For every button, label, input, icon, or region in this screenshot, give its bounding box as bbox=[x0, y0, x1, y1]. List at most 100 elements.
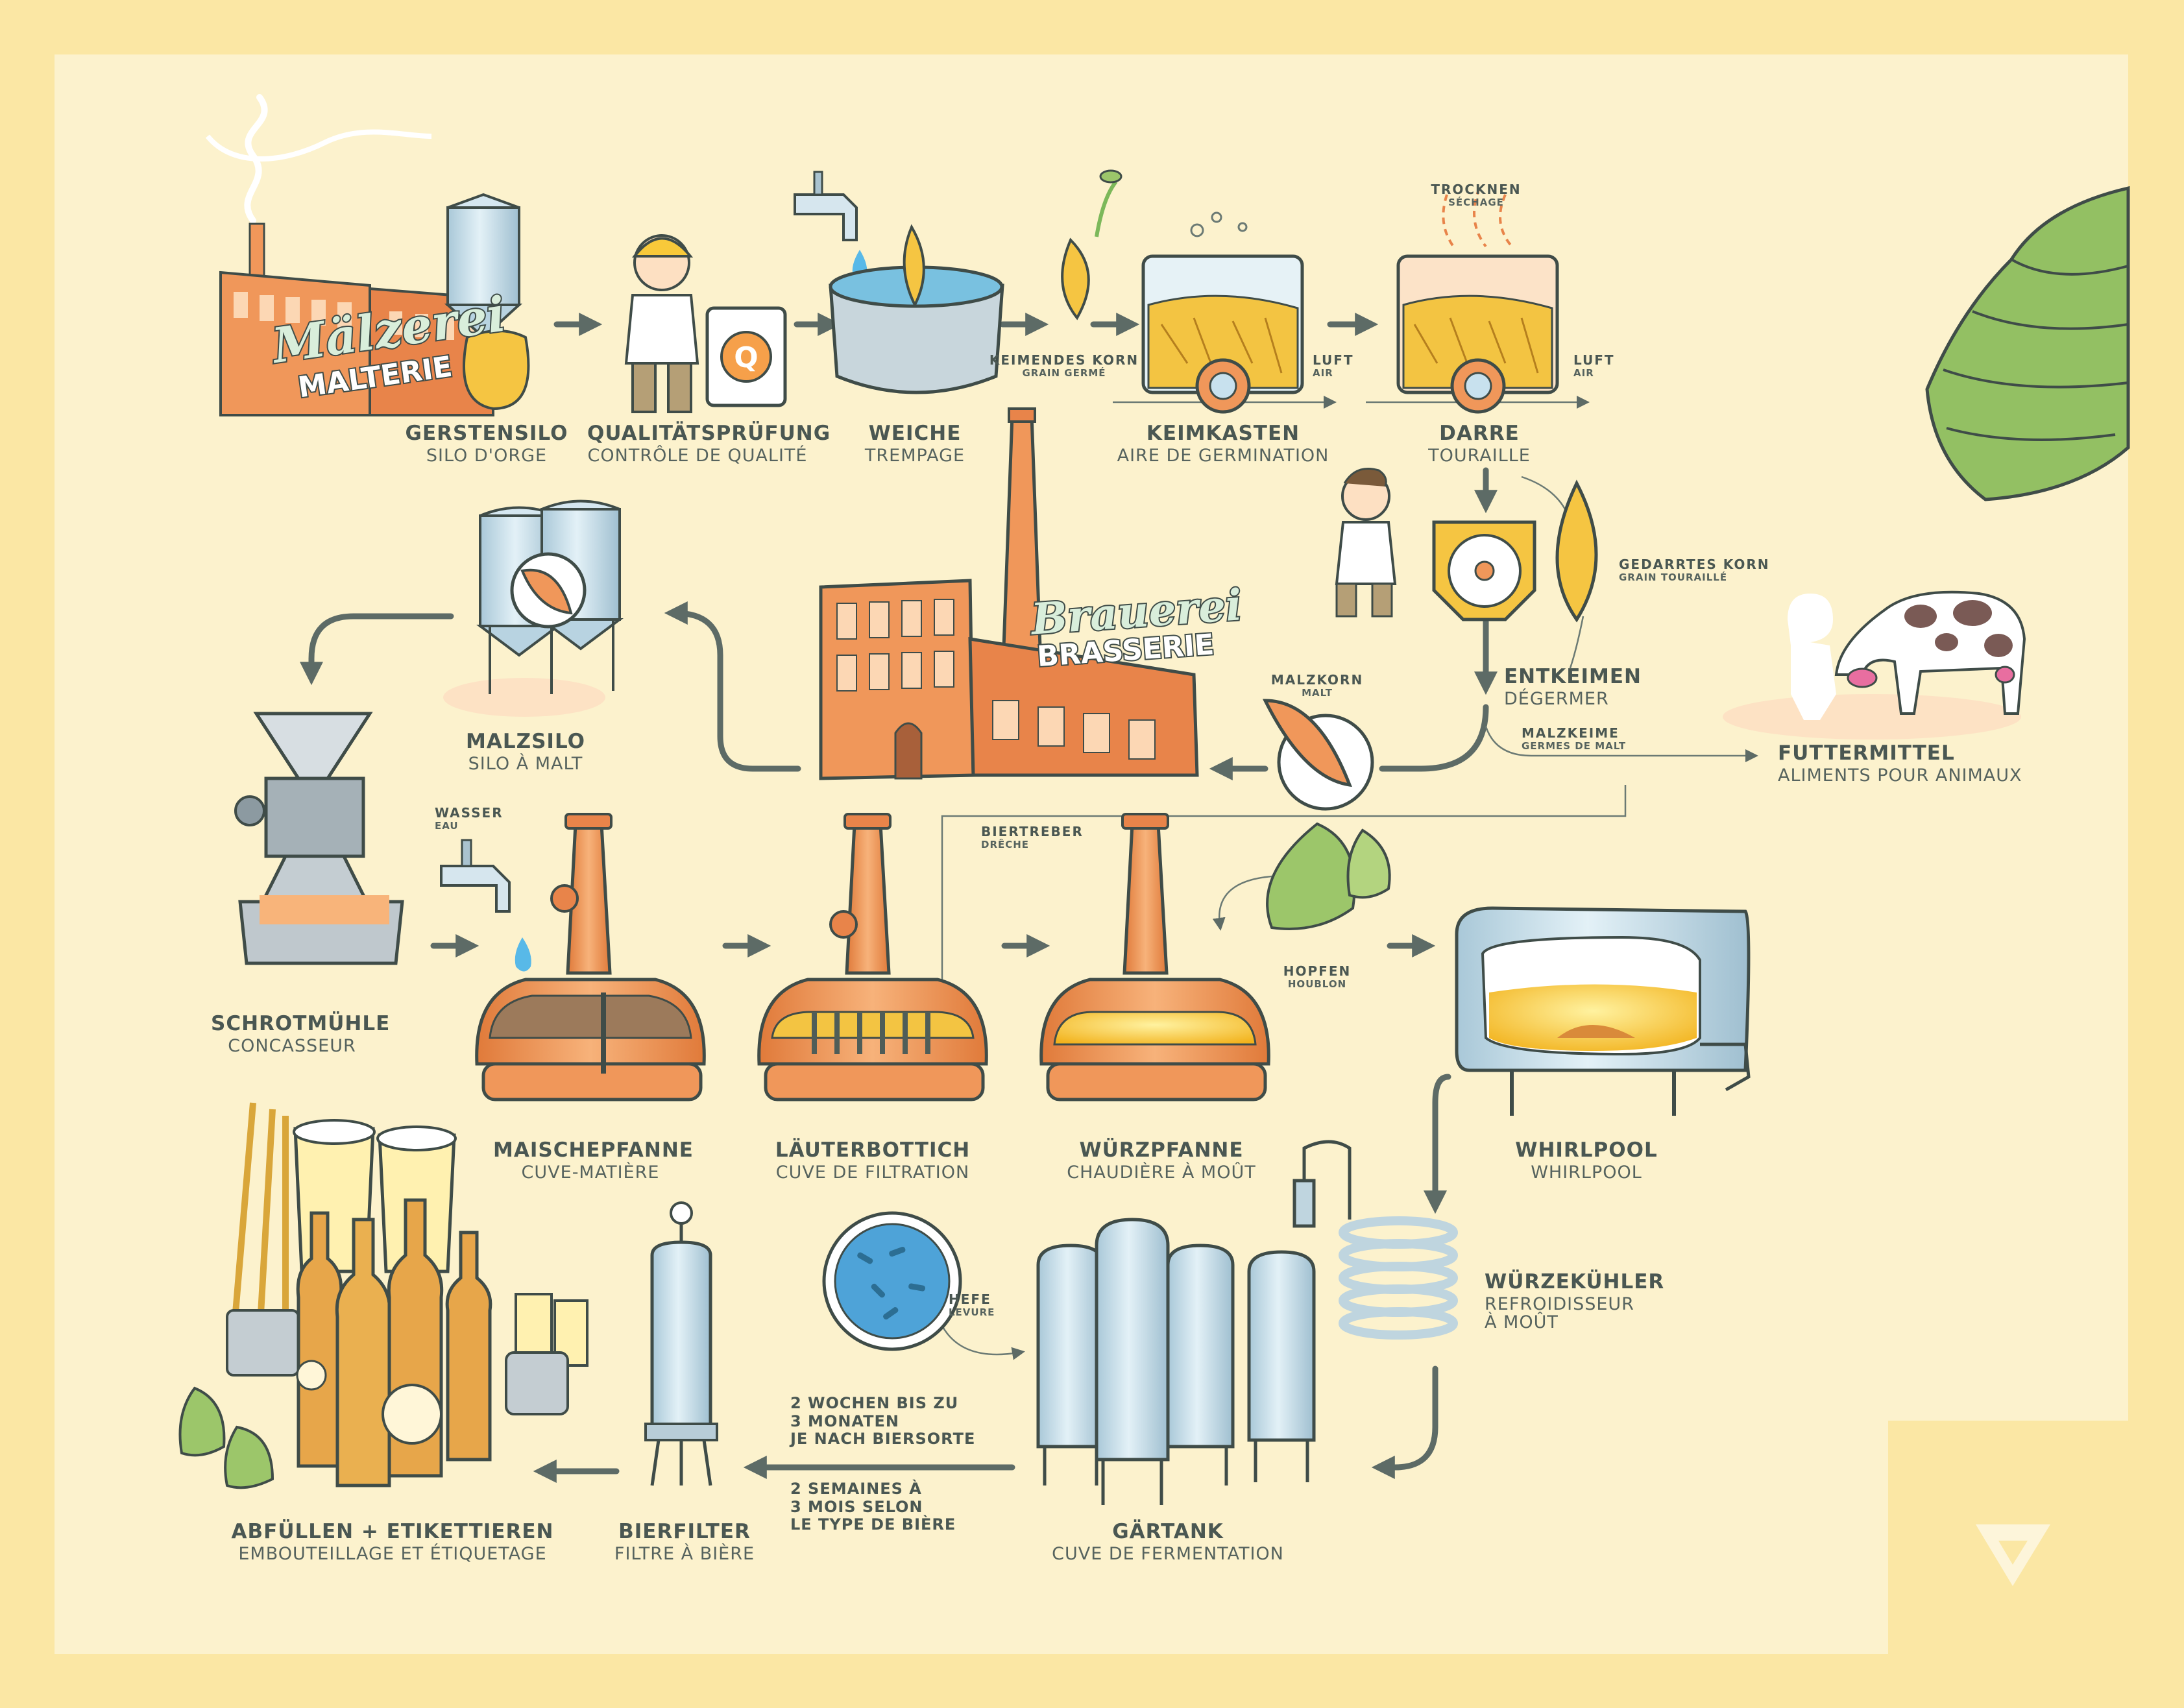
bottling-fr: EMBOUTEILLAGE ET ÉTIQUETAGE bbox=[238, 1543, 547, 1564]
duration-note-fr: 2 SEMAINES À 3 MOIS SELON LE TYPE DE BIÈ… bbox=[790, 1480, 956, 1534]
malting-logo: Mälzerei MALTERIE bbox=[266, 285, 511, 406]
barley-silo-de: GERSTENSILO bbox=[405, 422, 568, 445]
wheat-icon bbox=[230, 1102, 289, 1337]
arrow-whirlpool-to-cooler bbox=[1424, 1074, 1451, 1214]
wort-cooler-fr: REFROIDISSEUR À MOÛT bbox=[1485, 1293, 1634, 1332]
grist-mill-de: SCHROTMÜHLE bbox=[211, 1012, 391, 1035]
label-quality-check: QUALITÄTSPRÜFUNG CONTRÔLE DE QUALITÉ bbox=[587, 422, 831, 466]
germinating-grain-de: KEIMENDES KORN bbox=[989, 352, 1139, 368]
wort-kettle-fr: CHAUDIÈRE À MOÛT bbox=[1067, 1162, 1256, 1183]
label-degerming: ENTKEIMEN DÉGERMER bbox=[1504, 666, 1660, 708]
malt-sprouts-fr: GERMES DE MALT bbox=[1522, 740, 1627, 752]
quality-check-fr: CONTRÔLE DE QUALITÉ bbox=[587, 445, 808, 466]
label-wort-cooler: WÜRZEKÜHLER REFROIDISSEUR À MOÛT bbox=[1485, 1271, 1664, 1332]
steeping-de: WEICHE bbox=[868, 422, 962, 445]
water-fr: EAU bbox=[435, 820, 459, 832]
arrow-brewery-to-maltsilo bbox=[664, 601, 801, 772]
degerming-machine bbox=[1335, 468, 1598, 623]
beer-filter-fr: FILTRE À BIÈRE bbox=[614, 1543, 755, 1564]
line-yeast-to-tank bbox=[940, 1323, 1025, 1360]
lauter-tun-de: LÄUTERBOTTICH bbox=[775, 1138, 971, 1162]
label-bottling: ABFÜLLEN + ETIKETTIEREN EMBOUTEILLAGE ET… bbox=[214, 1521, 571, 1563]
yeast-de: HEFE bbox=[949, 1292, 991, 1307]
duration-note-de: 2 WOCHEN BIS ZU 3 MONATEN JE NACH BIERSO… bbox=[790, 1394, 976, 1449]
hops-icon bbox=[1266, 822, 1391, 930]
line-sprouts-to-feed bbox=[1485, 726, 1758, 762]
beer-filter-de: BIERFILTER bbox=[618, 1520, 751, 1543]
air-2-fr: AIR bbox=[1573, 367, 1594, 379]
steeping-tank bbox=[794, 171, 1004, 394]
big-hop-icon bbox=[1925, 186, 2130, 501]
air-1-fr: AIR bbox=[1313, 367, 1333, 379]
label-drying: TROCKNEN SÉCHAGE bbox=[1421, 183, 1531, 208]
arrow-maltsilo-to-mill bbox=[300, 613, 454, 686]
air-1-de: LUFT bbox=[1313, 352, 1354, 368]
degerming-de: ENTKEIMEN bbox=[1504, 665, 1642, 688]
hops-de: HOPFEN bbox=[1283, 963, 1352, 979]
malt-grain-bubble bbox=[1262, 699, 1374, 811]
germination-box-de: KEIMKASTEN bbox=[1146, 422, 1300, 445]
arrow-degerm-to-malt bbox=[1379, 704, 1489, 772]
brewery-logo: Brauerei BRASSERIE bbox=[1027, 578, 1245, 675]
label-beer-filter: BIERFILTER FILTRE À BIÈRE bbox=[597, 1521, 772, 1563]
label-kiln: DARRE TOURAILLE bbox=[1405, 423, 1554, 465]
label-spent-grain: BIERTREBER DRÊCHE bbox=[981, 825, 1117, 850]
malt-grain-de: MALZKORN bbox=[1270, 672, 1364, 688]
germination-box-fr: AIRE DE GERMINATION bbox=[1117, 445, 1329, 466]
wort-kettle bbox=[1039, 813, 1270, 1101]
animal-feed-de: FUTTERMITTEL bbox=[1778, 741, 1955, 765]
malting-factory: Mälzerei MALTERIE bbox=[205, 94, 530, 416]
svg-text:Q: Q bbox=[734, 341, 758, 374]
spent-grain-de: BIERTREBER bbox=[981, 824, 1084, 839]
flow-arrows bbox=[300, 313, 1498, 1483]
farmer-icon bbox=[1788, 594, 1836, 720]
label-malt-sprouts: MALZKEIME GERMES DE MALT bbox=[1522, 727, 1677, 752]
barley-silo-fr: SILO D'ORGE bbox=[426, 445, 548, 466]
malt-grain-fr: MALT bbox=[1302, 687, 1333, 699]
label-air-1: LUFT AIR bbox=[1313, 354, 1365, 379]
label-hops: HOPFEN HOUBLON bbox=[1265, 965, 1369, 990]
fermentation-tanks bbox=[1036, 1218, 1316, 1505]
label-lauter-tun: LÄUTERBOTTICH CUVE DE FILTRATION bbox=[769, 1140, 977, 1182]
spent-grain-fr: DRÊCHE bbox=[981, 839, 1030, 850]
mash-tun bbox=[475, 813, 706, 1101]
label-malt-silo: MALZSILO SILO À MALT bbox=[448, 731, 603, 773]
label-yeast: HEFE LEVURE bbox=[949, 1293, 1020, 1318]
label-wort-kettle: WÜRZPFANNE CHAUDIÈRE À MOÛT bbox=[1058, 1140, 1265, 1182]
label-whirlpool: WHIRLPOOL WHIRLPOOL bbox=[1509, 1140, 1664, 1182]
bottling-scene bbox=[178, 1102, 588, 1489]
label-mash-tun: MAISCHEPFANNE CUVE-MATIÈRE bbox=[493, 1138, 694, 1183]
arrow-cooler-to-tank bbox=[1371, 1365, 1438, 1479]
whirlpool-fr: WHIRLPOOL bbox=[1531, 1162, 1642, 1183]
mash-tun-fr: CUVE-MATIÈRE bbox=[521, 1162, 660, 1183]
germinating-grain-icon bbox=[1061, 169, 1122, 320]
label-germination-box: KEIMKASTEN AIRE DE GERMINATION bbox=[1113, 423, 1333, 465]
label-water: WASSER EAU bbox=[435, 806, 513, 832]
bottling-de: ABFÜLLEN + ETIKETTIEREN bbox=[231, 1520, 554, 1543]
grain-icon bbox=[903, 224, 925, 308]
brand-logo-icon bbox=[1976, 1524, 2050, 1586]
small-hop-icon bbox=[178, 1386, 226, 1457]
smoke-icon bbox=[244, 94, 268, 224]
label-germinating-grain: KEIMENDES KORN GRAIN GERMÉ bbox=[986, 354, 1142, 379]
label-barley-silo: GERSTENSILO SILO D'ORGE bbox=[396, 423, 577, 465]
line-hops-arrow bbox=[1212, 874, 1289, 931]
beer-filter bbox=[644, 1201, 718, 1486]
drying-de: TROCKNEN bbox=[1431, 182, 1522, 197]
kilned-grain-de: GEDARRTES KORN bbox=[1619, 557, 1770, 572]
lauter-tun-fr: CUVE DE FILTRATION bbox=[775, 1162, 970, 1183]
drying-fr: SÉCHAGE bbox=[1448, 197, 1504, 208]
quality-check-de: QUALITÄTSPRÜFUNG bbox=[587, 422, 831, 445]
mash-tun-de: MAISCHEPFANNE bbox=[493, 1138, 694, 1162]
malt-silo-fr: SILO À MALT bbox=[468, 753, 583, 774]
malt-silo-de: MALZSILO bbox=[466, 730, 585, 753]
malt-sprouts-de: MALZKEIME bbox=[1522, 725, 1620, 741]
kiln bbox=[1396, 187, 1559, 414]
grist-mill bbox=[234, 712, 404, 965]
degerming-fr: DÉGERMER bbox=[1504, 688, 1609, 709]
malt-grain-icon bbox=[520, 568, 573, 615]
germinating-grain-fr: GRAIN GERMÉ bbox=[1022, 367, 1106, 379]
whirlpool-tank bbox=[1455, 906, 1751, 1116]
fermentation-tank-de: GÄRTANK bbox=[1112, 1520, 1224, 1543]
